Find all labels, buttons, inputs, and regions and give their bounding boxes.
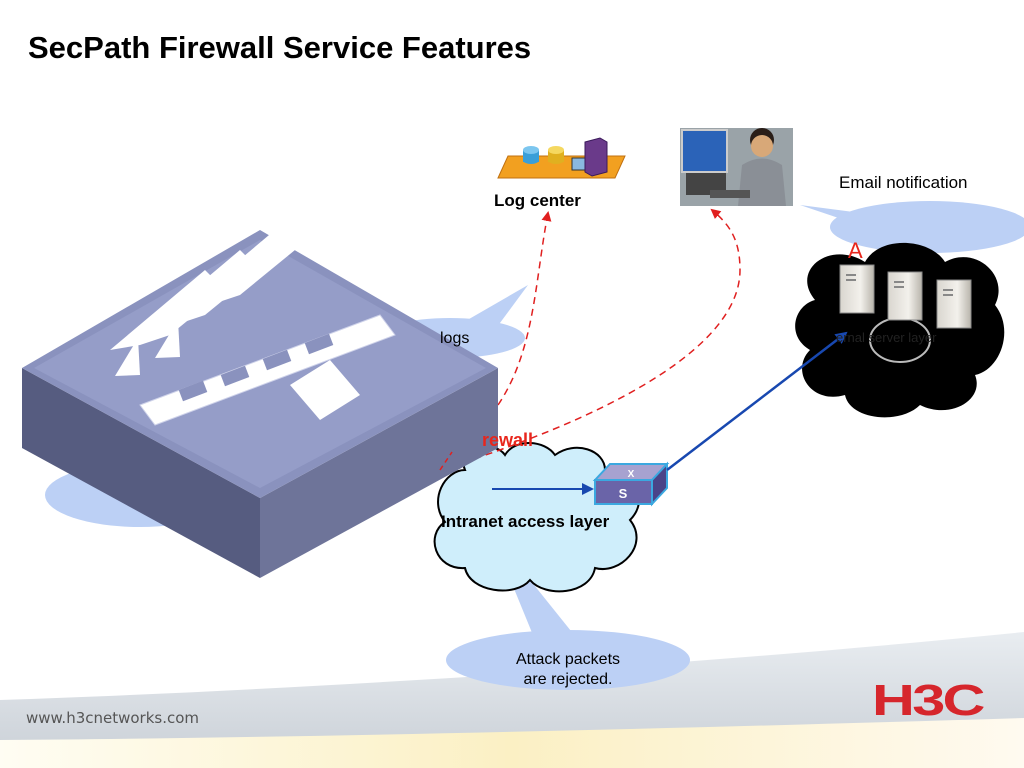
email-notification-label: Email notification [839, 173, 968, 192]
logs-label: logs [440, 330, 470, 347]
server-zone-label: ernal server layer [836, 330, 937, 345]
log-path-to-admin [439, 208, 741, 471]
h3c-logo: H3C [872, 676, 985, 725]
log-path-to-log-center [497, 211, 552, 406]
server-a-icon [839, 264, 875, 314]
email-callout [800, 201, 1024, 253]
footer-band [0, 632, 1024, 768]
firewall-device-icon [22, 230, 498, 578]
intranet-cloud [433, 442, 641, 593]
attack-packets-line-1: Attack packets [515, 651, 621, 668]
footer-url[interactable]: www.h3cnetworks.com [26, 709, 200, 727]
switch-top-letter: X [628, 469, 635, 480]
server-b-icon [887, 271, 923, 321]
log-center-icon [497, 137, 626, 179]
attack-packets-label: Attack packets are rejected. [468, 650, 668, 690]
server-c-icon [936, 279, 972, 329]
attack-packets-line-2: are rejected. [523, 671, 613, 688]
log-path-from-firewall [439, 451, 453, 471]
admin-workstation-icon [680, 128, 793, 206]
attack-path-to-servers [666, 331, 848, 471]
server-b-label: B [896, 246, 911, 271]
intranet-access-layer-label: Intranet access layer [441, 512, 610, 531]
server-a-label: A [848, 238, 863, 263]
log-center-label: Log center [494, 191, 581, 210]
page-title: SecPath Firewall Service Features [28, 30, 532, 65]
firewall-label: rewall [482, 430, 534, 450]
server-c-label: C [945, 256, 961, 281]
switch-icon [592, 461, 670, 507]
switch-front-letter: S [619, 486, 628, 501]
